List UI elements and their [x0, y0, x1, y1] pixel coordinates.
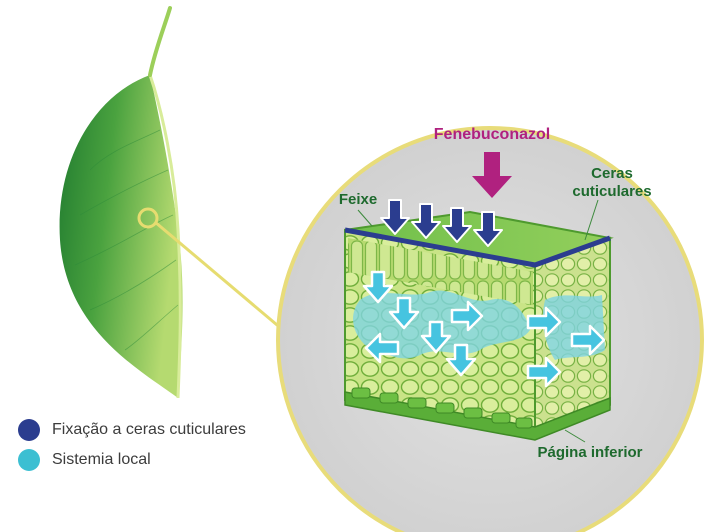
legend-swatch-cyan — [18, 449, 40, 471]
lower-side-label: Página inferior — [537, 444, 642, 461]
legend-item-local-systemic: Sistemia local — [18, 449, 246, 471]
legend-swatch-navy — [18, 419, 40, 441]
leaf-cross-section — [345, 212, 610, 440]
leaf-illustration — [60, 8, 183, 398]
legend-item-cuticular-waxes: Fixação a ceras cuticulares — [18, 419, 246, 441]
waxes-label-line1: Ceras — [591, 165, 633, 182]
fungicide-label: Fenebuconazol — [434, 126, 550, 143]
bundle-label: Feixe — [339, 191, 377, 208]
legend: Fixação a ceras cuticulares Sistemia loc… — [18, 419, 246, 479]
legend-label: Sistemia local — [52, 451, 151, 469]
legend-label: Fixação a ceras cuticulares — [52, 421, 246, 439]
waxes-label-line2: cuticulares — [572, 183, 651, 200]
